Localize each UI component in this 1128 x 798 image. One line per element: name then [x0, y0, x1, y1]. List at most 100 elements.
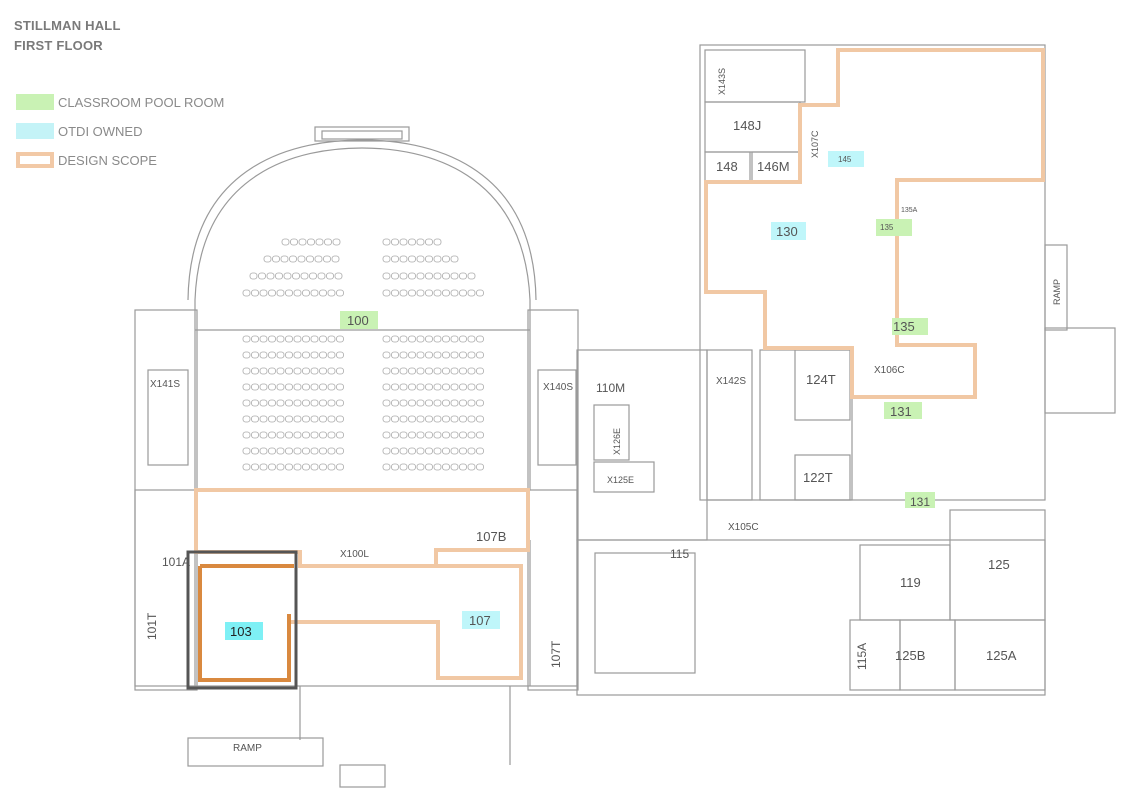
seat	[310, 383, 319, 391]
seat	[467, 399, 476, 407]
seat	[442, 383, 450, 391]
floor-name: FIRST FLOOR	[14, 38, 103, 53]
seat	[306, 255, 314, 263]
legend-swatch-scope	[16, 152, 54, 168]
seat	[467, 335, 476, 343]
seat	[332, 238, 341, 246]
label-124t: 124T	[806, 372, 836, 387]
seat	[425, 335, 433, 343]
label-125b: 125B	[895, 648, 925, 663]
seat	[442, 351, 450, 359]
seat	[425, 351, 433, 359]
seat	[459, 383, 467, 391]
label-x143s: X143S	[717, 68, 727, 95]
seat	[382, 431, 391, 439]
seat	[310, 335, 319, 343]
seat	[300, 272, 309, 280]
selection-frame[interactable]	[186, 550, 298, 690]
seat	[408, 431, 416, 439]
seat	[450, 463, 459, 471]
seat	[327, 351, 336, 359]
seat	[391, 289, 399, 297]
seat	[476, 463, 484, 471]
seat	[302, 463, 310, 471]
seat	[408, 238, 416, 246]
seat	[319, 431, 327, 439]
label-119: 119	[900, 575, 921, 590]
seat	[408, 463, 416, 471]
seat	[336, 447, 344, 455]
seat	[285, 463, 293, 471]
seat	[450, 272, 459, 280]
seat	[302, 399, 310, 407]
label-125: 125	[988, 557, 1010, 572]
seat	[450, 431, 459, 439]
seat	[399, 255, 408, 263]
seat	[391, 383, 399, 391]
seat	[416, 272, 425, 280]
seat	[382, 335, 391, 343]
seat	[285, 431, 293, 439]
seat	[259, 447, 268, 455]
seat	[310, 447, 319, 455]
seat	[336, 463, 344, 471]
seat	[467, 351, 476, 359]
seat	[327, 289, 336, 297]
seat	[268, 335, 276, 343]
seat	[433, 431, 442, 439]
seat	[433, 399, 442, 407]
highlight-145	[828, 151, 864, 167]
seat	[268, 289, 276, 297]
label-148: 148	[716, 159, 738, 174]
seat	[259, 463, 268, 471]
seat	[408, 447, 416, 455]
seat	[327, 383, 336, 391]
legend-swatch-pool	[16, 94, 54, 110]
seat	[433, 335, 442, 343]
seat	[275, 272, 283, 280]
seat	[285, 399, 293, 407]
seat	[336, 289, 344, 297]
seat	[399, 351, 408, 359]
seat	[408, 415, 416, 423]
seat	[425, 447, 433, 455]
seat	[425, 463, 433, 471]
seat	[399, 431, 408, 439]
seat	[476, 383, 484, 391]
seat	[310, 463, 319, 471]
seat	[251, 399, 259, 407]
seat	[293, 335, 302, 343]
label-x107c: X107C	[810, 130, 820, 158]
seat	[382, 383, 391, 391]
room-labels: 100 103 107 107B 107T 101A 101T X100L X1…	[145, 68, 1062, 754]
seat	[276, 335, 285, 343]
seat	[272, 255, 280, 263]
seat	[242, 335, 251, 343]
seat	[276, 463, 285, 471]
scope-103-selected[interactable]	[198, 564, 294, 682]
seat	[467, 431, 476, 439]
seat	[450, 289, 459, 297]
legend-label-scope: DESIGN SCOPE	[58, 152, 157, 168]
seat	[319, 289, 327, 297]
seat	[310, 415, 319, 423]
seat	[459, 415, 467, 423]
seat	[285, 383, 293, 391]
seat	[268, 415, 276, 423]
seat	[259, 383, 268, 391]
seat	[382, 399, 391, 407]
seat	[327, 415, 336, 423]
label-135b: 135	[893, 319, 915, 334]
room-highlights	[225, 151, 935, 640]
seat	[242, 447, 251, 455]
label-x106c: X106C	[874, 365, 905, 376]
seat	[467, 272, 476, 280]
label-145: 145	[838, 155, 852, 164]
seat	[399, 335, 408, 343]
seat	[280, 255, 289, 263]
seat	[476, 399, 484, 407]
seat	[399, 238, 408, 246]
seat	[382, 447, 391, 455]
seat	[298, 238, 307, 246]
